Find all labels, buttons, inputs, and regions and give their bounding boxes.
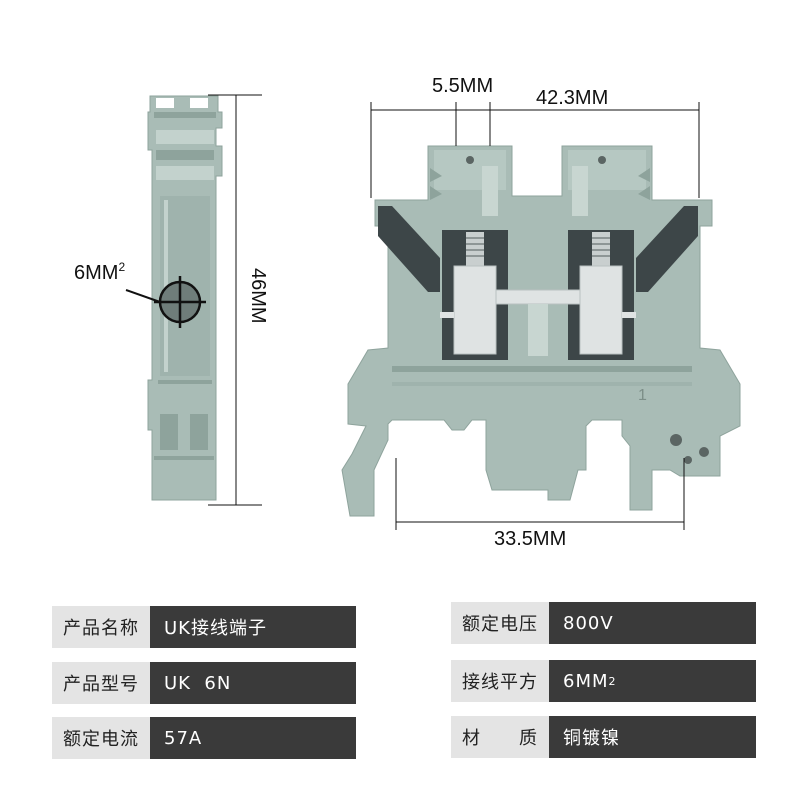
side-foot-slot [190, 414, 208, 450]
center-divider [528, 304, 548, 356]
spec-value: UK接线端子 [150, 606, 356, 648]
spec-label: 产品名称 [52, 606, 150, 648]
side-channel-edge [164, 200, 168, 372]
foot-hole-icon [699, 447, 709, 457]
front-view: 1 42.3MM 5.5MM 33.5MM [341, 75, 741, 550]
spec-value: UK 6N [150, 662, 356, 704]
busbar [495, 289, 581, 305]
left-teeth [430, 168, 442, 200]
product-diagram: 6MM2 46MM [74, 75, 741, 550]
right-clamp-screw-icon [592, 232, 610, 266]
right-screw-hole-icon [598, 156, 606, 164]
spec-label: 额定电压 [451, 602, 549, 644]
left-screw-hole-icon [466, 156, 474, 164]
wire-size-label: 6MM2 [74, 260, 125, 284]
spec-label: 额定电流 [52, 717, 150, 759]
foot-hole-icon [684, 456, 692, 464]
side-ridge [158, 380, 212, 384]
side-ridge [154, 112, 216, 118]
right-wire-funnel [636, 206, 698, 292]
spec-label: 接线平方 [451, 660, 549, 702]
left-screw-well [482, 166, 498, 216]
spec-value: 铜镀镍 [549, 716, 756, 758]
side-foot-slot [160, 414, 178, 450]
lower-rib [392, 382, 692, 386]
right-clamp-tab [622, 312, 636, 318]
spec-value-sup: 2 [608, 674, 617, 688]
spec-row-product-name: 产品名称 UK接线端子 [52, 606, 356, 648]
wire-entry-icon [154, 276, 206, 328]
left-clamp-screw-icon [466, 232, 484, 266]
spec-value: 800V [549, 602, 756, 644]
left-clamp-tab [440, 312, 454, 318]
spec-label: 产品型号 [52, 662, 150, 704]
spec-value: 57A [150, 717, 356, 759]
left-clamp-body [453, 265, 497, 355]
side-ridge [156, 166, 214, 180]
right-screw-well [572, 166, 588, 216]
spec-row-material: 材 质 铜镀镍 [451, 716, 756, 758]
side-ridge [156, 130, 214, 144]
top-slot-label: 5.5MM [432, 75, 493, 97]
overall-width-label: 42.3MM [536, 87, 608, 109]
spec-row-model: 产品型号 UK 6N [52, 662, 356, 704]
height-dim-label: 46MM [247, 268, 269, 324]
spec-value-base: 6MM [563, 670, 609, 692]
foot-hole-icon [670, 434, 682, 446]
housing-mark: 1 [638, 387, 647, 404]
wire-leader-line [125, 289, 161, 303]
right-clamp-body [579, 265, 623, 355]
side-ridge [156, 150, 214, 160]
spec-row-rated-voltage: 额定电压 800V [451, 602, 756, 644]
side-ridge [154, 456, 214, 460]
spec-row-rated-current: 额定电流 57A [52, 717, 356, 759]
side-view: 6MM2 46MM [74, 94, 269, 506]
left-wire-funnel [378, 206, 440, 292]
lower-rib [392, 366, 692, 372]
side-clip-slot [156, 98, 174, 108]
side-clip-slot [190, 98, 208, 108]
bottom-span-label: 33.5MM [494, 528, 566, 550]
right-teeth [638, 168, 650, 200]
spec-label: 材 质 [451, 716, 549, 758]
